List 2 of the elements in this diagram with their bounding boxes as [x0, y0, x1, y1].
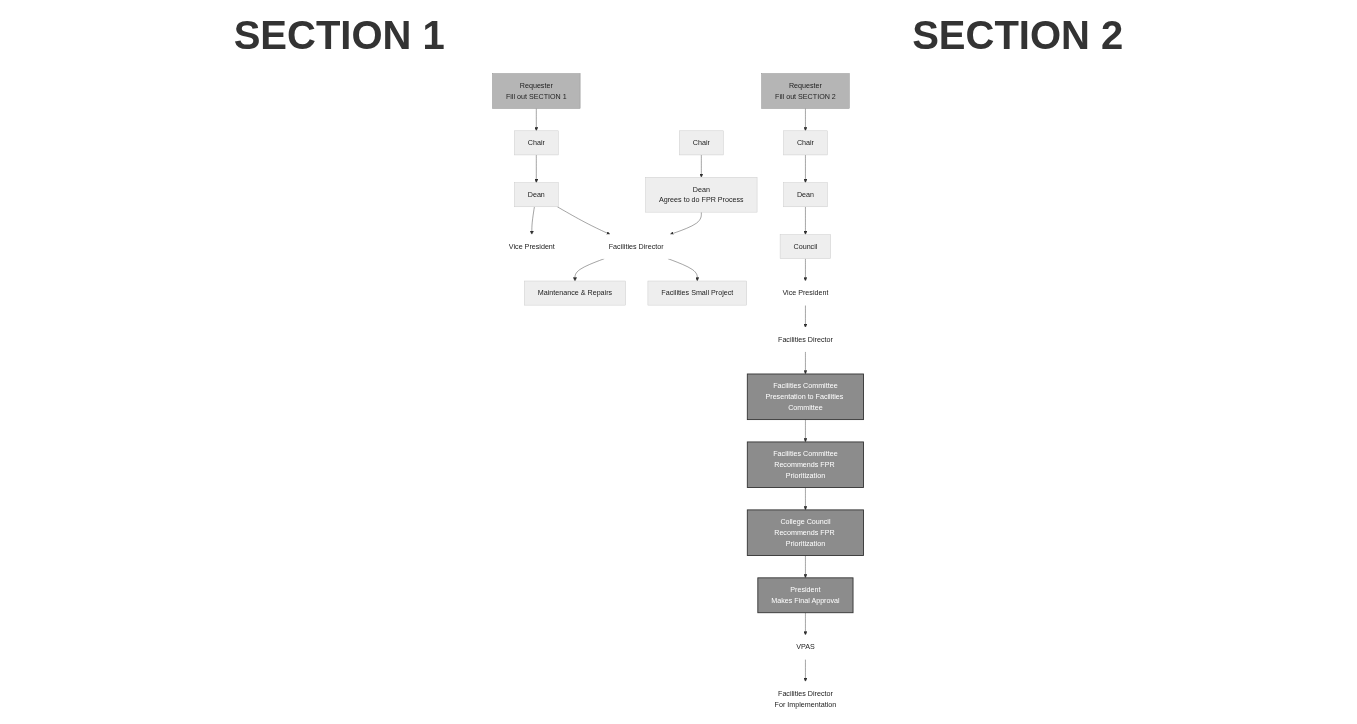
section-heading: SECTION 1	[233, 12, 445, 58]
section-heading: SECTION 2	[912, 12, 1124, 58]
